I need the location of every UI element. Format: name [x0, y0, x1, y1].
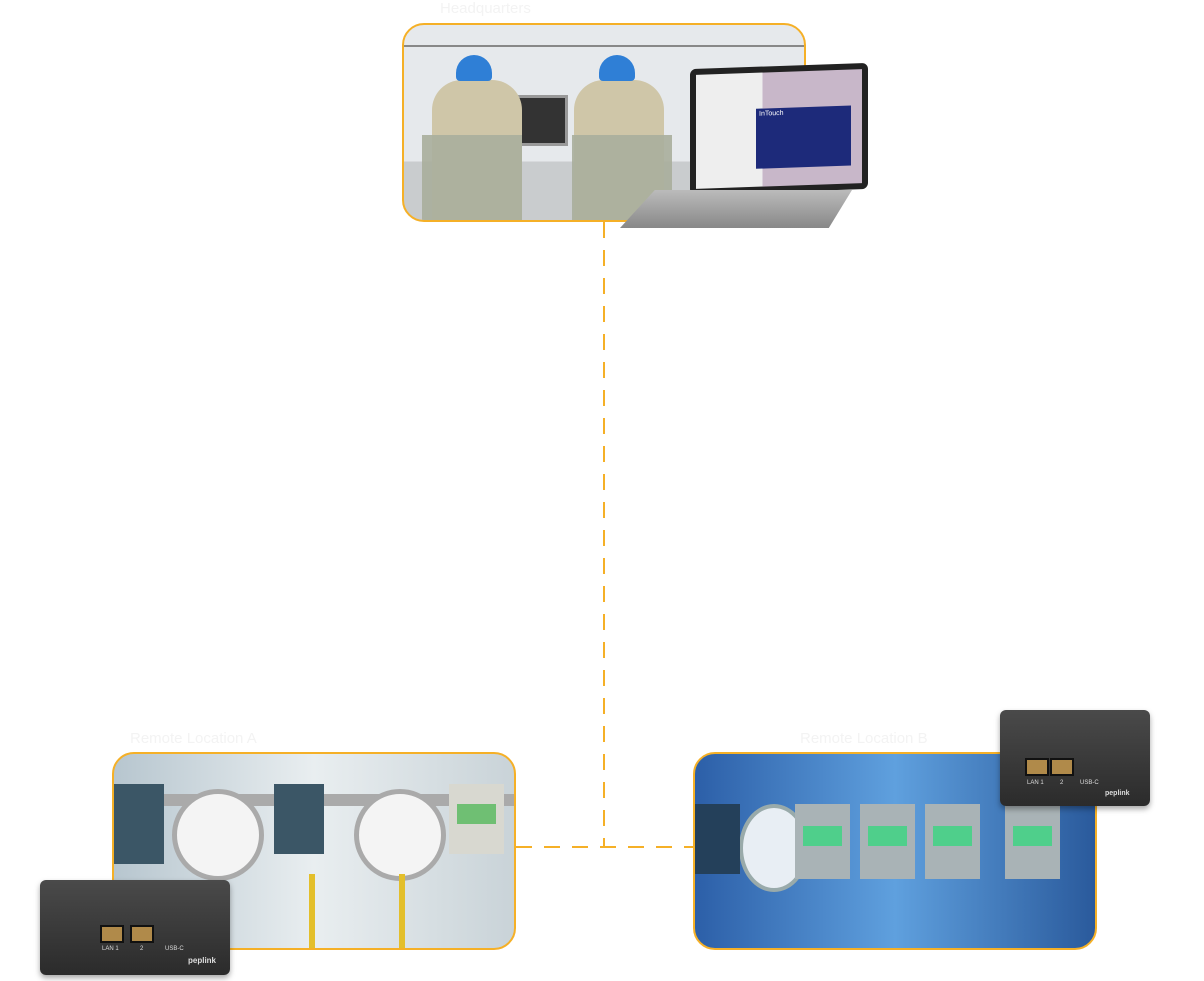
brand-logo: peplink: [188, 956, 217, 965]
hard-hat: [456, 55, 492, 81]
pressure-gauge: [172, 789, 264, 881]
laptop: InTouch: [690, 62, 868, 196]
remote-b-label: Remote Location B: [800, 730, 928, 747]
router-device-a: LAN 1 2 USB-C peplink: [40, 880, 230, 975]
hq-label: Headquarters: [440, 0, 531, 17]
remote-b-photo: [693, 752, 1097, 950]
lan2-label: 2: [1060, 780, 1064, 786]
lan2-label: 2: [140, 946, 144, 952]
laptop-base: [620, 190, 852, 228]
router-device-b: LAN 1 2 USB-C peplink: [1000, 710, 1150, 806]
lan1-label: LAN 1: [102, 946, 119, 952]
dashboard-window: InTouch: [756, 105, 851, 169]
pressure-gauge: [354, 789, 446, 881]
brand-logo: peplink: [1105, 790, 1130, 797]
remote-a-label: Remote Location A: [130, 730, 257, 747]
usb-label: USB-C: [165, 946, 184, 952]
lan1-label: LAN 1: [1027, 780, 1044, 786]
remote-a-photo: [112, 752, 516, 950]
hard-hat: [599, 55, 635, 81]
app-title: InTouch: [759, 109, 784, 118]
usb-label: USB-C: [1080, 780, 1099, 786]
